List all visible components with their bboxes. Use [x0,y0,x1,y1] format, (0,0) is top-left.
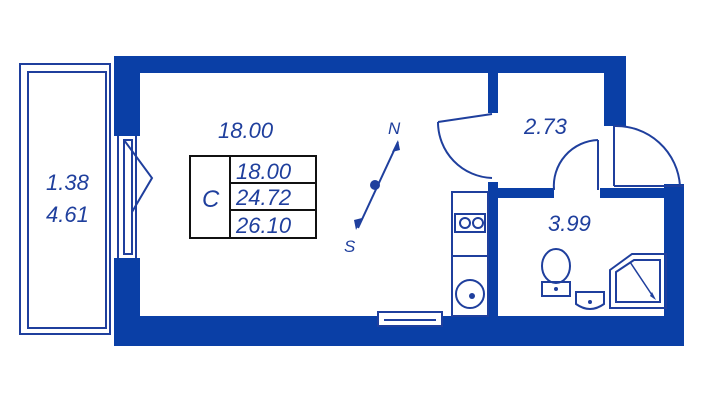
balcony-area-label: 1.38 [46,170,90,195]
room-door [437,113,493,179]
hall-area-label: 2.73 [523,114,568,139]
summary-living-area: 18.00 [236,159,292,184]
compass-north-label: N [388,119,401,138]
summary-total-with-balcony: 26.10 [235,213,292,238]
summary-total-area: 24.72 [235,185,291,210]
balcony-area-full-label: 4.61 [46,202,89,227]
bathroom-area-label: 3.99 [548,211,591,236]
outer-walls [114,56,684,346]
balcony-door [117,136,154,258]
balcony [19,63,111,335]
apartment-type-letter: C [202,186,220,213]
main-room-area-label: 18.00 [218,118,274,143]
area-summary-table [189,155,317,239]
shower-icon [609,253,667,309]
compass-south-label: S [344,237,356,256]
compass-icon [354,140,400,230]
inner-walls [488,73,666,316]
washbasin-icon [575,291,605,310]
toilet-icon [541,248,571,297]
bathroom-door [552,139,599,191]
bottom-window [377,311,443,327]
entrance-door [613,124,684,187]
sink-icon [451,255,489,317]
stove-icon [451,191,489,257]
